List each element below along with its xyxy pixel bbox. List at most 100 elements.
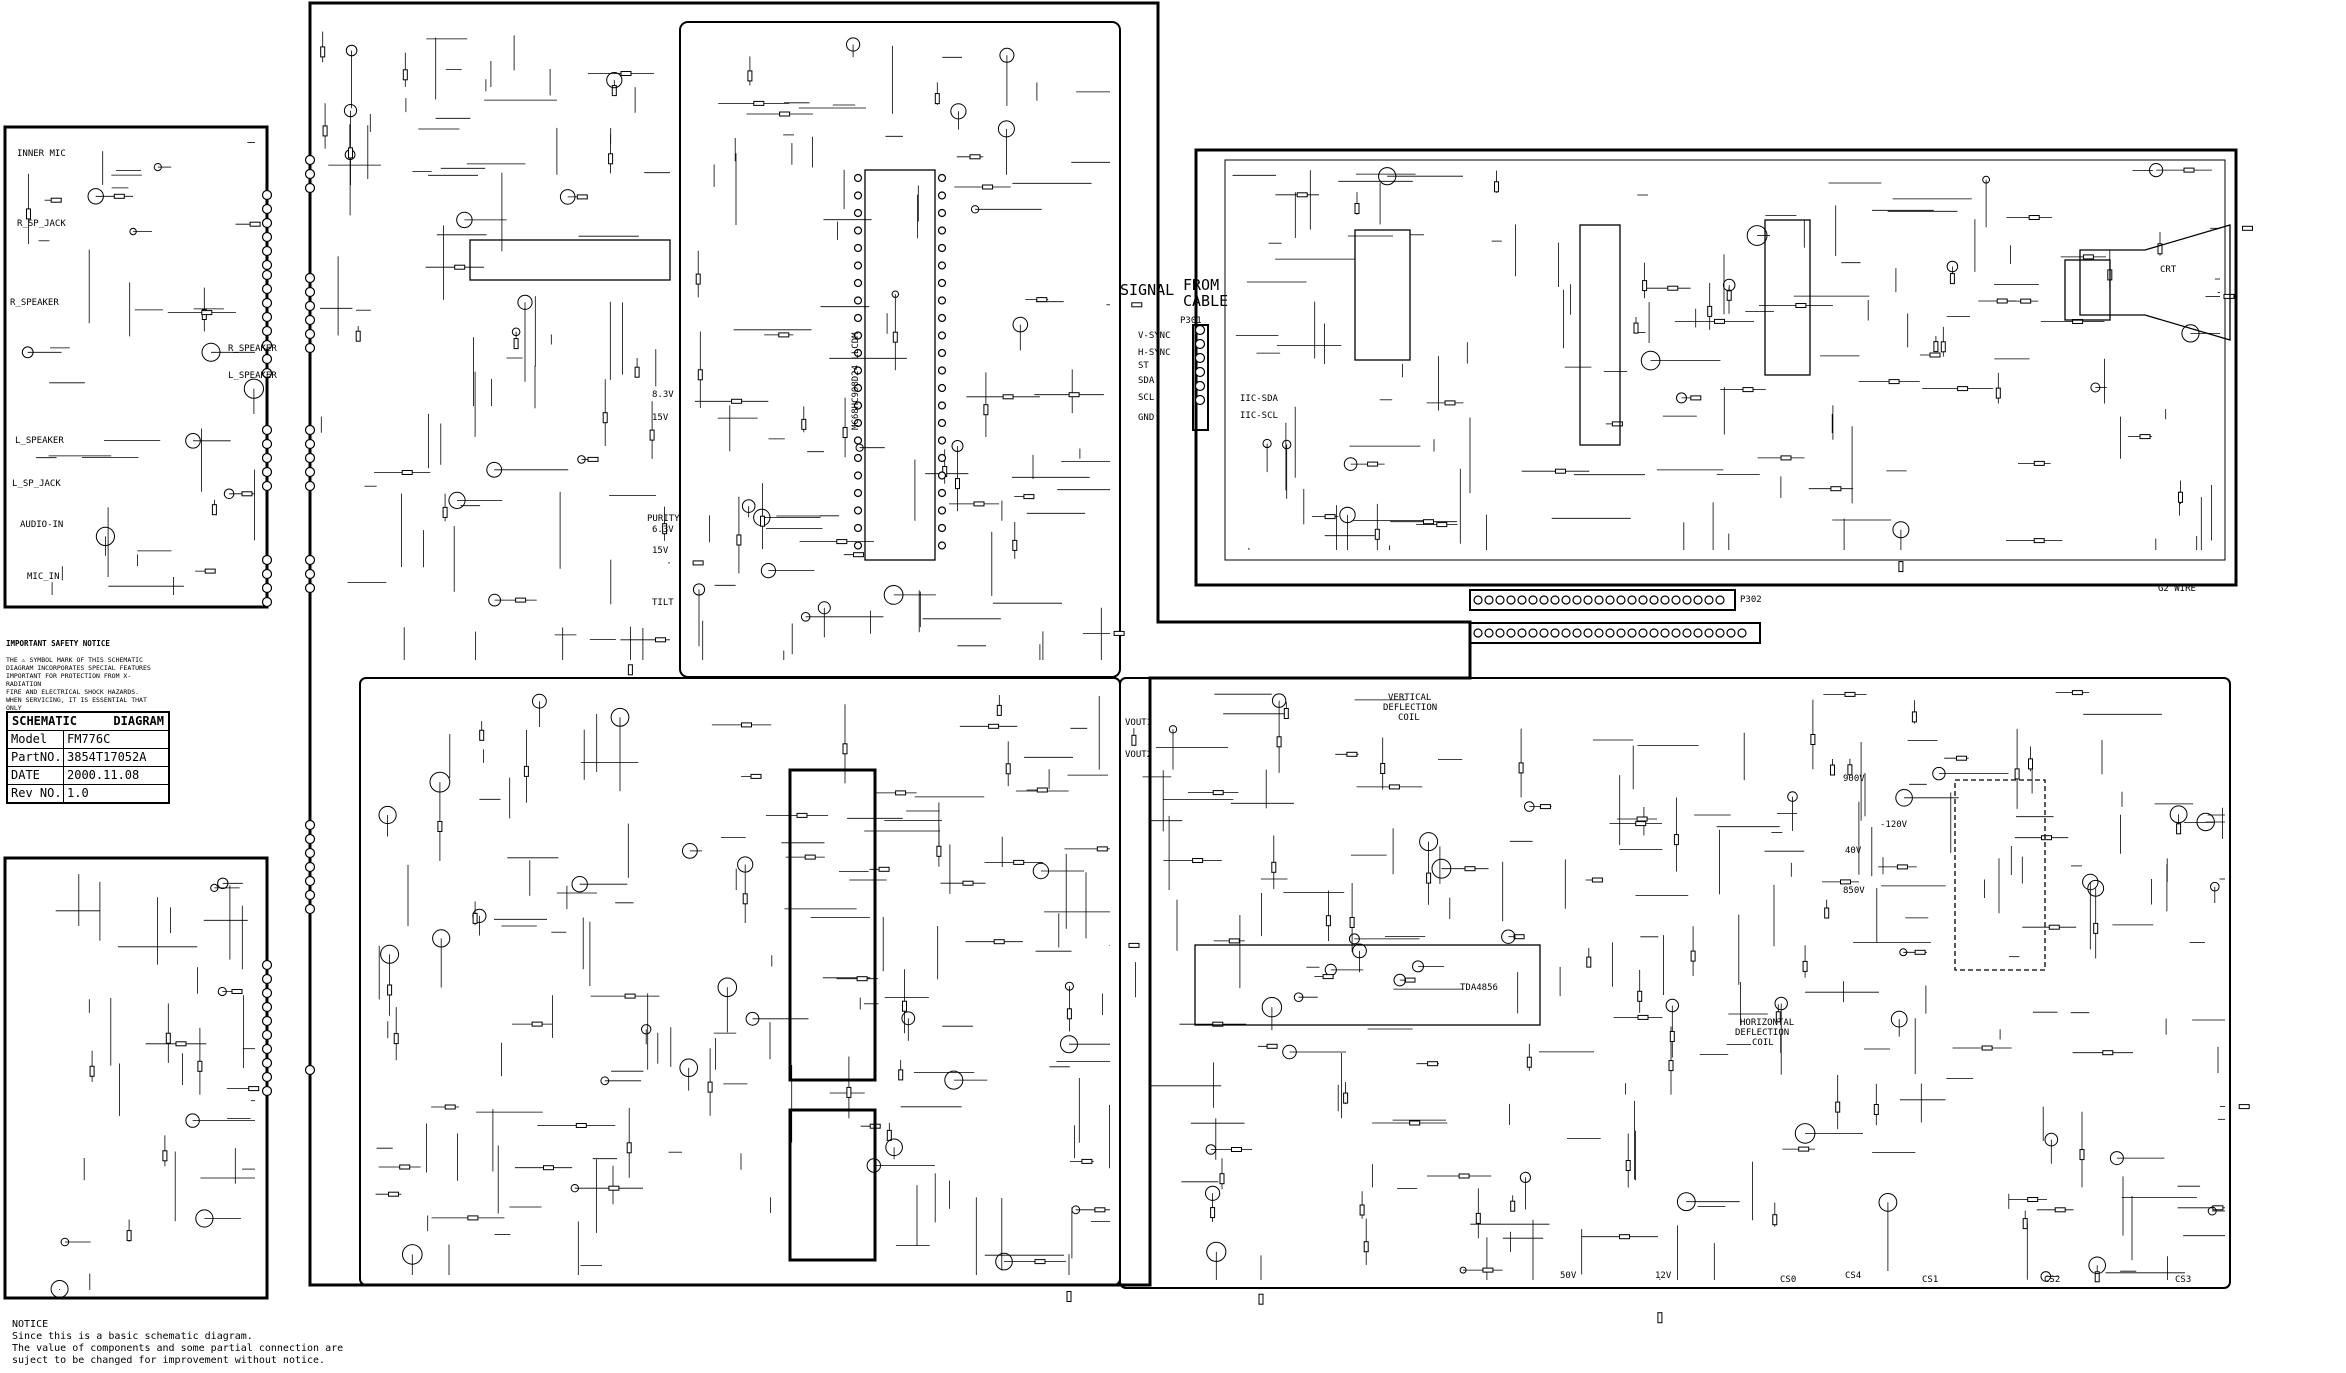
ic-pin <box>853 208 863 218</box>
resistor <box>1131 302 1143 308</box>
p301-connector <box>1192 324 1209 431</box>
resistor <box>1940 341 1946 353</box>
connector-pin <box>304 568 316 580</box>
resistor <box>736 534 742 546</box>
ic-pin <box>937 418 947 428</box>
resistor <box>741 722 752 728</box>
connector-pin <box>261 311 273 323</box>
transistor <box>185 433 201 449</box>
ic-pin <box>853 523 863 533</box>
transistor <box>2082 873 2099 891</box>
resistor <box>2022 1218 2028 1230</box>
transistor <box>1899 948 1908 957</box>
audio-amp-ic <box>469 239 671 281</box>
resistor <box>608 1185 620 1191</box>
resistor <box>348 147 353 159</box>
resistor <box>2071 690 2083 696</box>
transistor <box>999 47 1015 63</box>
resistor <box>662 523 668 535</box>
connector-pin <box>1693 628 1703 638</box>
signal-label: SIGNAL <box>1120 281 1174 299</box>
transistor <box>679 1058 699 1078</box>
transistor <box>1982 175 1990 184</box>
title-block-row-rev: Rev NO.1.0 <box>8 784 168 802</box>
resistor <box>211 504 217 516</box>
transistor <box>21 346 34 359</box>
resistor <box>750 773 762 779</box>
resistor <box>1996 298 2008 304</box>
resistor <box>626 1142 632 1154</box>
resistor <box>2223 293 2235 299</box>
resistor <box>1494 181 1499 193</box>
connector-pin <box>1715 595 1725 605</box>
transistor <box>517 294 533 310</box>
resistor <box>1359 1204 1365 1216</box>
ic-pin <box>937 383 947 393</box>
resistor <box>1591 877 1603 883</box>
resistor <box>624 993 636 999</box>
v6-3-label: 6.3V <box>652 525 674 535</box>
resistor <box>1128 942 1140 948</box>
ic-pin <box>937 471 947 480</box>
resistor <box>1637 1014 1649 1020</box>
transistor <box>345 44 358 57</box>
transistor <box>185 1113 200 1128</box>
connector-pin <box>304 819 316 831</box>
resistor <box>2183 167 2195 173</box>
resistor <box>779 111 791 117</box>
resistor <box>1475 1212 1481 1224</box>
resistor <box>1388 784 1400 790</box>
power-board-outline <box>359 677 1121 1286</box>
v15-label: 15V <box>652 413 669 423</box>
resistor <box>1404 977 1416 983</box>
resistor <box>2033 460 2045 466</box>
st-label: ST <box>1138 361 1149 371</box>
connector-pin <box>1616 628 1626 638</box>
resistor <box>454 264 466 270</box>
resistor <box>1830 486 1842 492</box>
resistor <box>1840 879 1851 885</box>
resistor <box>608 153 614 165</box>
connector-pin <box>261 297 273 309</box>
transistor <box>1794 1123 1816 1144</box>
transistor <box>1378 167 1397 186</box>
resistor <box>846 1086 852 1098</box>
resistor <box>322 125 328 137</box>
resistor <box>1526 1056 1532 1068</box>
connector-pin <box>1605 628 1615 638</box>
connector-pin <box>261 189 273 201</box>
transistor <box>1348 933 1360 945</box>
connector-pin <box>261 1085 273 1097</box>
resistor <box>620 71 632 76</box>
transistor <box>217 986 227 997</box>
resistor <box>955 478 960 490</box>
resistor <box>1354 203 1360 214</box>
transistor <box>1071 1205 1081 1215</box>
resistor <box>1192 858 1204 863</box>
connector-pin <box>1194 352 1206 364</box>
resistor <box>1714 318 1725 324</box>
transistor <box>760 563 777 579</box>
resistor <box>649 429 655 441</box>
transistor <box>1282 1044 1297 1060</box>
connector-pin <box>304 861 316 873</box>
connector-pin <box>261 554 273 566</box>
resistor <box>731 398 743 404</box>
resistor <box>1458 1173 1470 1179</box>
resistor <box>1742 387 1754 393</box>
v850-label: 850V <box>1843 886 1865 896</box>
iic-sda-label: IIC-SDA <box>1240 394 1279 404</box>
connector-pin <box>304 875 316 887</box>
transistor <box>901 1011 916 1026</box>
ic-pin <box>853 488 863 498</box>
resistor <box>1036 787 1048 793</box>
ic-pin <box>853 261 863 270</box>
v900-label: 900V <box>1843 774 1865 784</box>
transistor <box>1640 350 1661 371</box>
p302-label: P302 <box>1740 595 1762 605</box>
resistor <box>402 69 408 81</box>
transistor <box>511 327 521 337</box>
ic-pin <box>937 541 947 550</box>
transistor <box>737 856 754 873</box>
